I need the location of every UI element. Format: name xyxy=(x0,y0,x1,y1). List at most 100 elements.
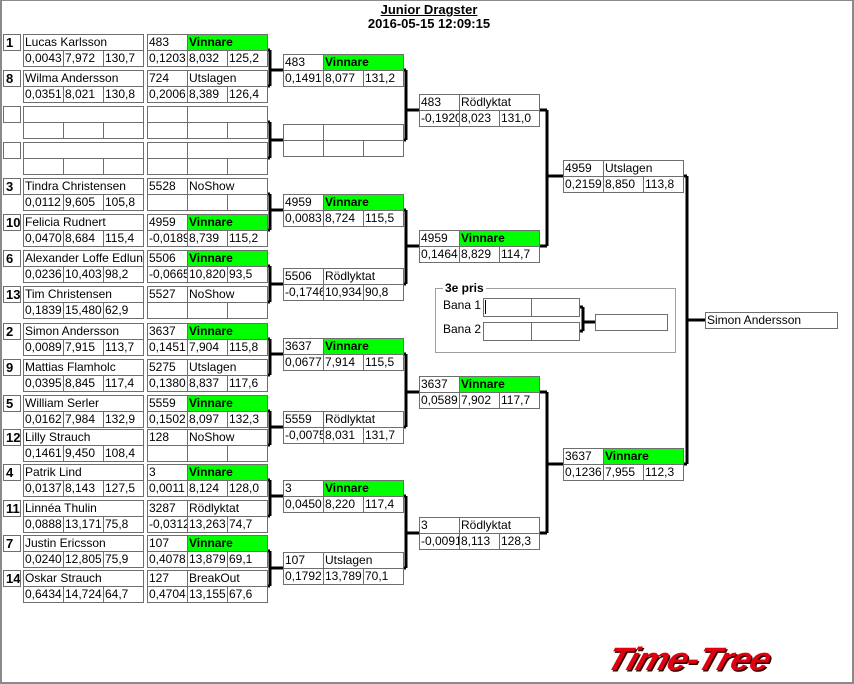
round2-status: Rödlyktat xyxy=(187,500,268,517)
reaction-time: 0,0089 xyxy=(23,339,64,356)
reaction-time: 0,1461 xyxy=(23,445,64,462)
round3-id: 4959 xyxy=(283,194,324,211)
elapsed-time xyxy=(63,122,104,139)
reaction-time: 0,0470 xyxy=(23,230,64,247)
speed: 115,4 xyxy=(103,230,144,247)
round2-elapsed-time: 8,389 xyxy=(187,86,228,103)
round2-elapsed-time: 8,837 xyxy=(187,375,228,392)
speed: 105,8 xyxy=(103,194,144,211)
driver-name: Lilly Strauch xyxy=(23,429,144,446)
round4-speed: 114,7 xyxy=(499,246,540,263)
round4-elapsed-time: 8,113 xyxy=(459,533,500,550)
round2-speed: 128,0 xyxy=(227,480,268,497)
seed-number: 13 xyxy=(3,286,21,303)
round3-elapsed-time: 8,220 xyxy=(323,496,364,513)
round2-id: 3 xyxy=(147,464,188,481)
round2-reaction-time xyxy=(147,122,188,139)
round3-speed: 131,7 xyxy=(363,427,404,444)
round2-id: 3287 xyxy=(147,500,188,517)
driver-name: Linnéa Thulin xyxy=(23,500,144,517)
round2-elapsed-time: 13,879 xyxy=(187,551,228,568)
lane2-label: Bana 2 xyxy=(443,322,482,336)
driver-name xyxy=(23,106,144,123)
round2-id: 5527 xyxy=(147,286,188,303)
time-tree-logo: Time-Tree xyxy=(602,640,776,677)
round2-reaction-time xyxy=(147,158,188,175)
lane1-result-field[interactable] xyxy=(531,298,580,317)
round2-status: Utslagen xyxy=(187,359,268,376)
driver-name: Alexander Loffe Edlund xyxy=(23,250,144,267)
lane1-id-field[interactable] xyxy=(483,298,532,317)
seed-number: 9 xyxy=(3,359,21,376)
round3-reaction-time: -0,1746 xyxy=(283,284,324,301)
round3-reaction-time: 0,0083 xyxy=(283,210,324,227)
speed: 75,8 xyxy=(103,516,144,533)
reaction-time: 0,0137 xyxy=(23,480,64,497)
driver-name: Justin Ericsson xyxy=(23,535,144,552)
elapsed-time: 14,724 xyxy=(63,586,104,603)
round2-status xyxy=(187,106,268,123)
lane1-label: Bana 1 xyxy=(443,298,482,312)
reaction-time xyxy=(23,158,64,175)
seed-number xyxy=(3,106,21,123)
round4-id: 483 xyxy=(419,94,460,111)
round4-status: Vinnare xyxy=(459,230,540,247)
round3-id: 5559 xyxy=(283,411,324,428)
speed: 130,8 xyxy=(103,86,144,103)
round2-elapsed-time: 8,097 xyxy=(187,411,228,428)
third-place-group xyxy=(435,288,676,353)
reaction-time: 0,0043 xyxy=(23,50,64,67)
round2-status: Vinnare xyxy=(187,250,268,267)
round2-reaction-time: 0,2006 xyxy=(147,86,188,103)
round2-speed: 115,8 xyxy=(227,339,268,356)
lane2-result-field[interactable] xyxy=(531,322,580,341)
round4-reaction-time: -0,0091 xyxy=(419,533,460,550)
seed-number: 5 xyxy=(3,395,21,412)
round3-reaction-time xyxy=(283,140,324,157)
driver-name: Simon Andersson xyxy=(23,323,144,340)
round5-elapsed-time: 8,850 xyxy=(603,176,644,193)
reaction-time: 0,0888 xyxy=(23,516,64,533)
round3-reaction-time: 0,0450 xyxy=(283,496,324,513)
speed xyxy=(103,122,144,139)
round2-id: 4959 xyxy=(147,214,188,231)
reaction-time: 0,6434 xyxy=(23,586,64,603)
elapsed-time: 8,021 xyxy=(63,86,104,103)
round4-speed: 131,0 xyxy=(499,110,540,127)
round2-reaction-time xyxy=(147,194,188,211)
seed-number: 10 xyxy=(3,214,21,231)
round3-speed: 70,1 xyxy=(363,568,404,585)
round2-id: 5275 xyxy=(147,359,188,376)
round3-speed: 115,5 xyxy=(363,210,404,227)
driver-name xyxy=(23,142,144,159)
reaction-time xyxy=(23,122,64,139)
round2-speed xyxy=(227,122,268,139)
driver-name: Lucas Karlsson xyxy=(23,34,144,51)
round3-status xyxy=(323,124,404,141)
elapsed-time: 8,143 xyxy=(63,480,104,497)
round3-status: Vinnare xyxy=(323,338,404,355)
round2-elapsed-time xyxy=(187,194,228,211)
lane2-id-field[interactable] xyxy=(483,322,532,341)
round2-speed: 74,7 xyxy=(227,516,268,533)
reaction-time: 0,0236 xyxy=(23,266,64,283)
round4-reaction-time: 0,1464 xyxy=(419,246,460,263)
speed: 132,9 xyxy=(103,411,144,428)
round3-id: 3637 xyxy=(283,338,324,355)
round2-id: 127 xyxy=(147,570,188,587)
round2-status: Vinnare xyxy=(187,34,268,51)
driver-name: Oskar Strauch xyxy=(23,570,144,587)
round2-reaction-time: 0,1380 xyxy=(147,375,188,392)
round2-elapsed-time xyxy=(187,158,228,175)
round4-status: Rödlyktat xyxy=(459,94,540,111)
round2-speed xyxy=(227,302,268,319)
round2-status: Vinnare xyxy=(187,464,268,481)
round2-reaction-time: 0,4704 xyxy=(147,586,188,603)
seed-number: 1 xyxy=(3,34,21,51)
round5-reaction-time: 0,2159 xyxy=(563,176,604,193)
round5-speed: 113,8 xyxy=(643,176,684,193)
round4-id: 3637 xyxy=(419,376,460,393)
round2-id: 724 xyxy=(147,70,188,87)
elapsed-time: 9,605 xyxy=(63,194,104,211)
